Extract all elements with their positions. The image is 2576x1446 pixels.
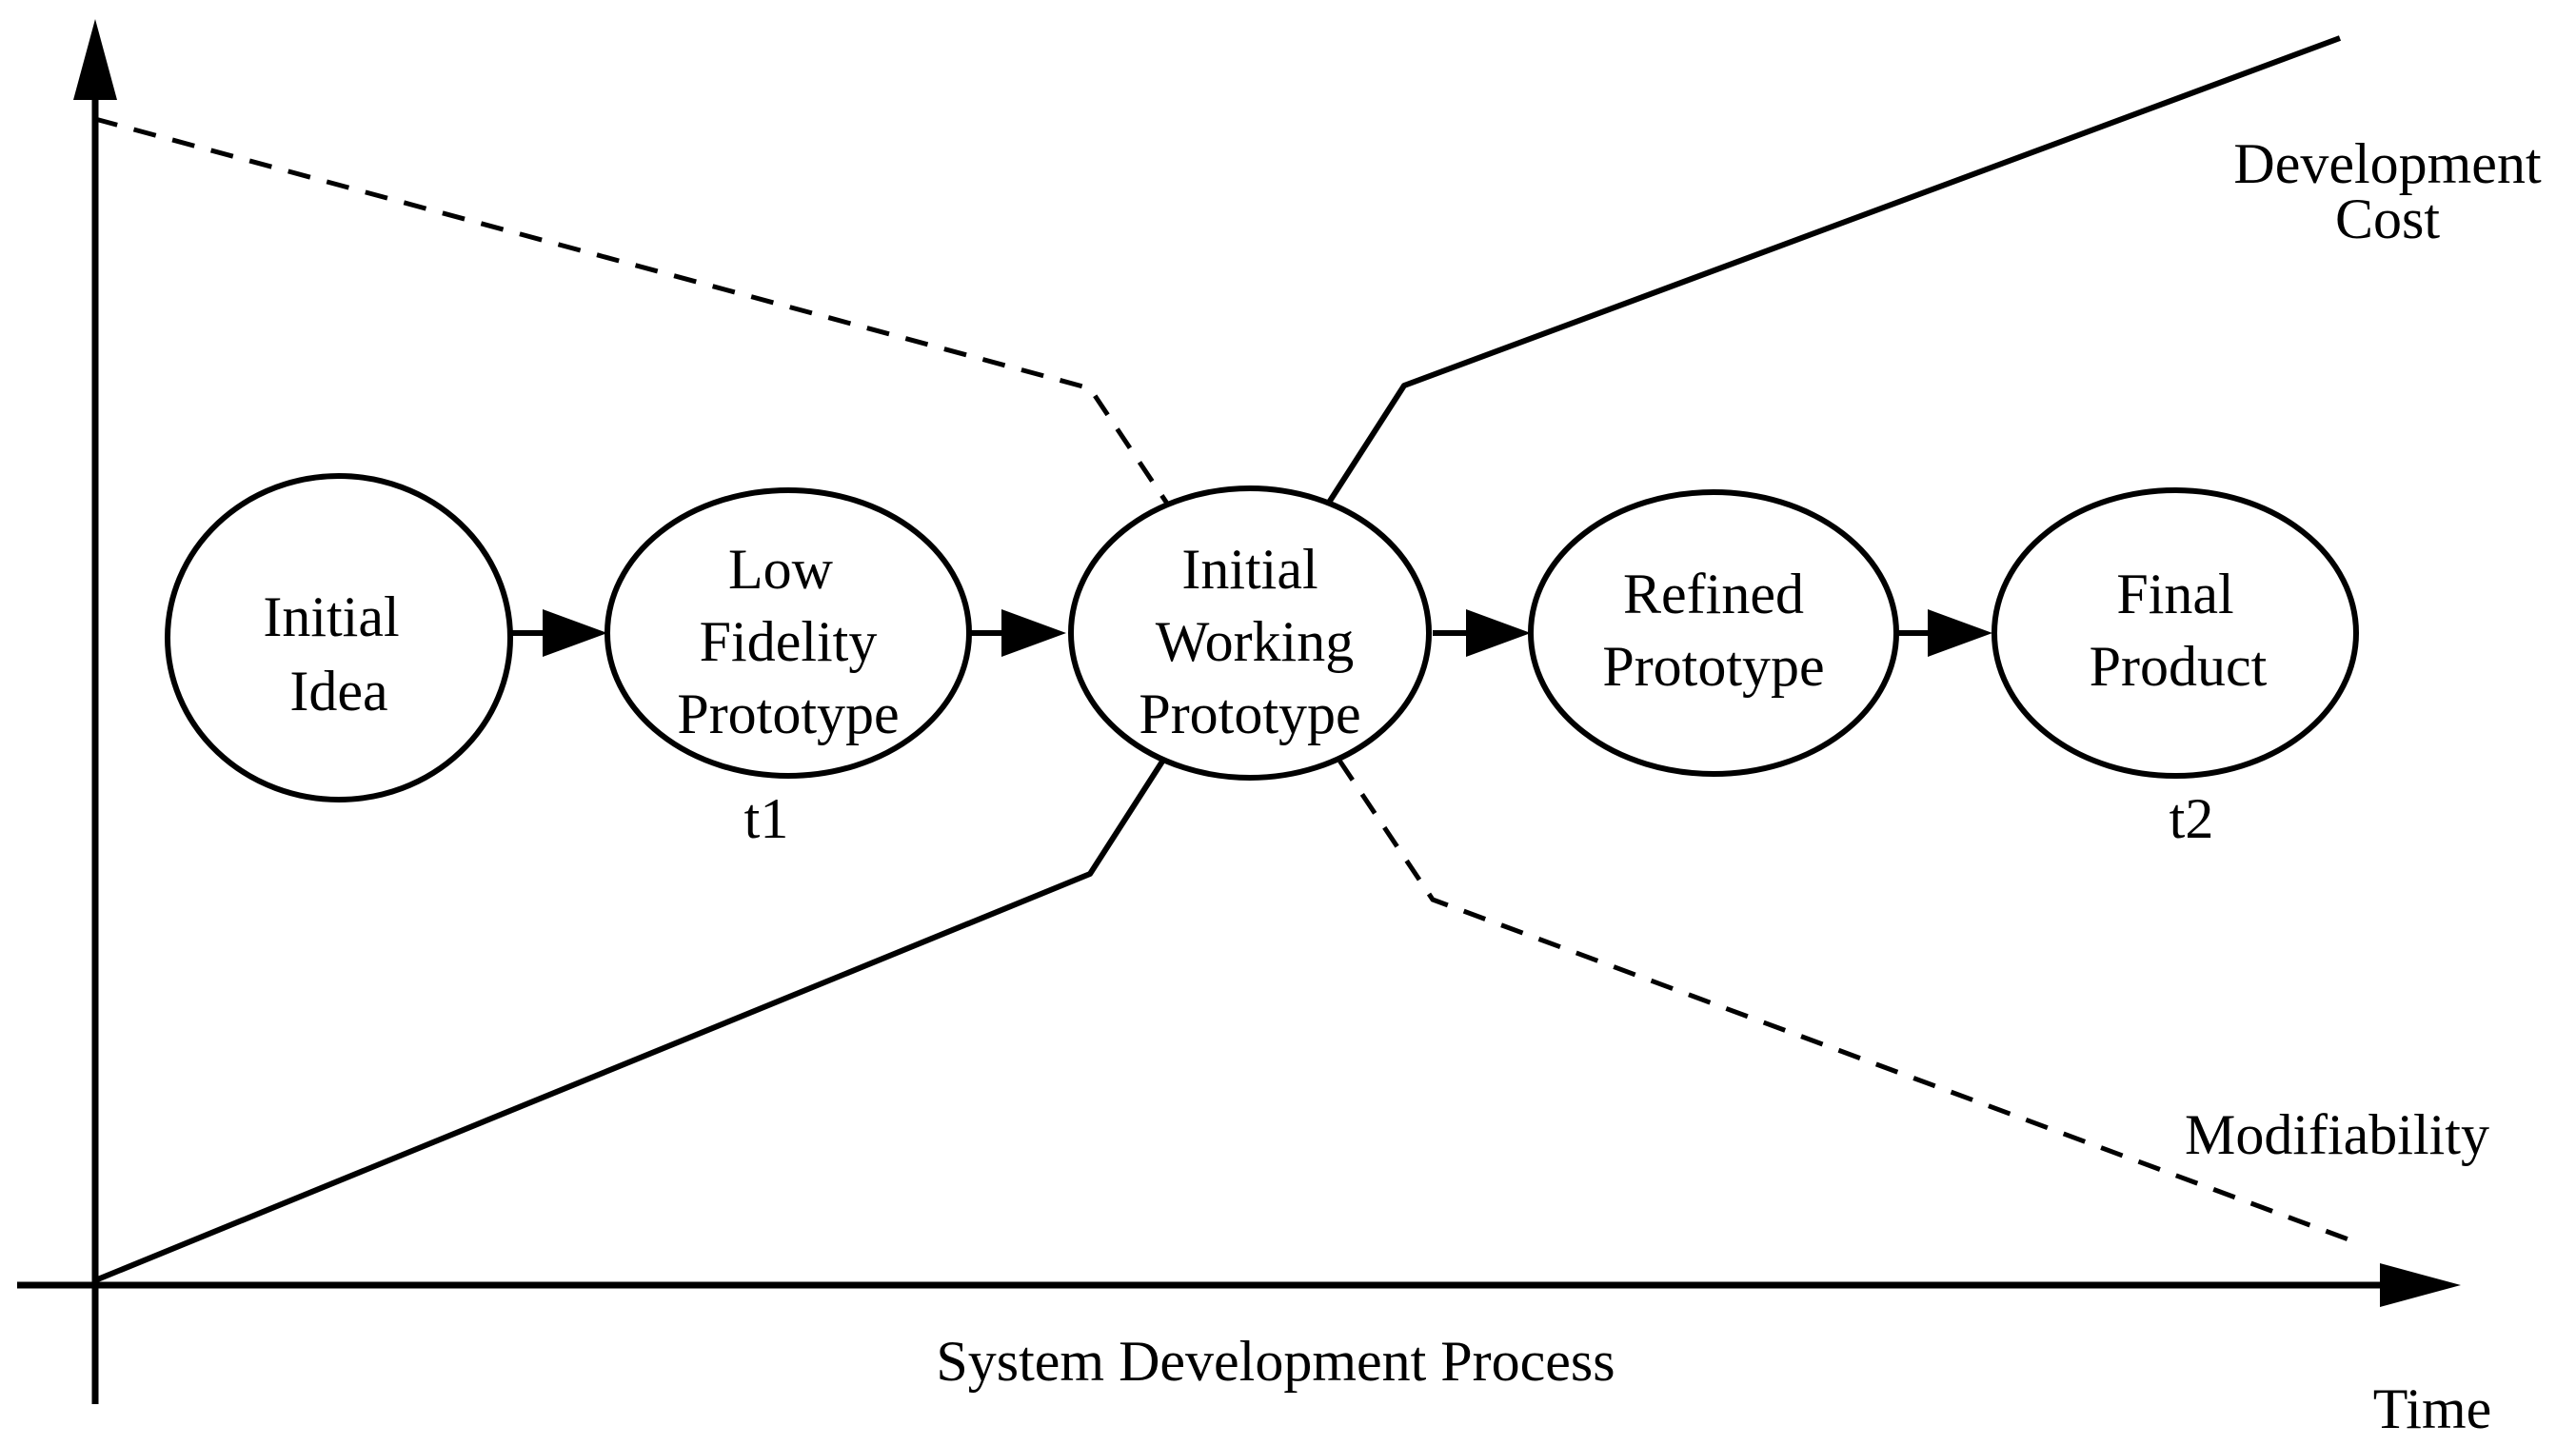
node-refined-prototype: Refined Prototype — [1528, 489, 1899, 777]
node-ellipse — [1528, 489, 1899, 777]
node-label-line: Product — [2090, 635, 2268, 698]
node-label-line: Initial — [263, 585, 399, 648]
node-final-product: Final Product — [1991, 487, 2359, 779]
node-ellipse — [604, 487, 972, 779]
modifiability-label: Modifiability — [2185, 1103, 2489, 1166]
marker-t2: t2 — [2170, 787, 2214, 850]
node-initial-idea: Initial Idea — [165, 473, 513, 802]
x-axis-caption: System Development Process — [936, 1330, 1615, 1393]
arrow-lowfi-to-working-head — [1001, 609, 1066, 657]
arrow-working-to-refined-head — [1466, 609, 1531, 657]
development-cost-label-line1: Development — [2233, 132, 2542, 195]
node-label-line: Prototype — [1139, 683, 1360, 745]
node-label-line: Low — [728, 538, 834, 601]
x-axis-arrowhead — [2380, 1263, 2461, 1307]
node-label-line: Working — [1156, 610, 1354, 673]
axes — [17, 19, 2461, 1404]
node-label-line: Initial — [1181, 538, 1318, 601]
node-label-line: Prototype — [1602, 635, 1824, 698]
node-ellipse — [165, 473, 513, 802]
node-label-line: Refined — [1623, 563, 1804, 625]
development-cost-label-line2: Cost — [2335, 188, 2440, 250]
node-label-line: Fidelity — [700, 610, 878, 673]
node-label-line: Final — [2116, 563, 2233, 625]
process-arrows — [505, 609, 1992, 657]
node-label-line: Idea — [289, 660, 387, 723]
node-ellipse — [1991, 487, 2359, 779]
arrow-idea-to-lowfi-head — [543, 609, 607, 657]
node-label-line: Prototype — [677, 683, 899, 745]
x-axis-label: Time — [2373, 1377, 2492, 1440]
node-initial-working-prototype: Initial Working Prototype — [1068, 485, 1432, 781]
node-ellipse — [1068, 485, 1432, 781]
arrow-refined-to-final-head — [1928, 609, 1992, 657]
node-low-fidelity-prototype: Low Fidelity Prototype — [604, 487, 972, 779]
marker-t1: t1 — [744, 787, 789, 850]
y-axis-arrowhead — [73, 19, 117, 100]
